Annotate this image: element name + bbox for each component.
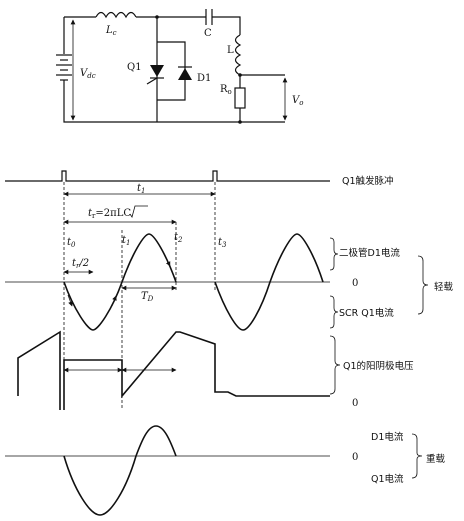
heavy-load-label: 重载 (426, 453, 446, 465)
t1-label: t1 (122, 235, 131, 247)
t1-period-label: t1 (137, 183, 146, 195)
diode-current-label: 二极管D1电流 (339, 247, 400, 259)
tr-half-label: tr/2 (72, 258, 89, 270)
l-label: L (227, 45, 234, 56)
trigger-pulse-waveform (5, 170, 330, 182)
zero-label-a: 0 (352, 278, 358, 289)
td-label: TD (141, 291, 154, 303)
t3-label: t3 (218, 237, 227, 249)
zero-label-c: 0 (352, 452, 358, 463)
t0-label: t0 (67, 237, 76, 249)
heavy-load-current-waveform (63, 425, 177, 516)
diode-d1 (178, 66, 192, 80)
scr-q1 (146, 65, 164, 85)
capacitor-c (205, 9, 213, 25)
anode-voltage-waveform (17, 330, 330, 410)
vdc-label: Vdc (80, 68, 96, 80)
d1-current-label: D1电流 (371, 431, 404, 443)
zero-label-b: 0 (352, 398, 358, 409)
circuit-schematic: Vdc Lc C L Ro Vo (56, 9, 303, 124)
q1-label: Q1 (127, 62, 142, 73)
q1-current-label: Q1电流 (371, 473, 404, 485)
inductor-l (234, 34, 242, 76)
inductor-lc (95, 11, 137, 19)
scr-current-label: SCR Q1电流 (339, 307, 394, 319)
c-label: C (204, 28, 212, 39)
light-load-label: 轻载 (434, 281, 454, 293)
light-load-current-waveform (63, 233, 324, 331)
lc-label: Lc (105, 25, 117, 37)
dc-source-battery (56, 54, 72, 81)
d1-label: D1 (197, 73, 211, 84)
anode-voltage-label: Q1的阳阴极电压 (343, 360, 414, 372)
ro-label: Ro (220, 84, 232, 96)
trigger-label: Q1触发脉冲 (342, 175, 394, 187)
timing-diagram: Q1触发脉冲 t1 tr=2πLC t0 t1 t2 t3 tr/2 TD (5, 170, 454, 516)
tr-formula: tr=2πLC (88, 208, 131, 220)
t2-label: t2 (174, 232, 183, 244)
vo-label: Vo (292, 95, 303, 107)
resistor-ro (234, 87, 246, 109)
